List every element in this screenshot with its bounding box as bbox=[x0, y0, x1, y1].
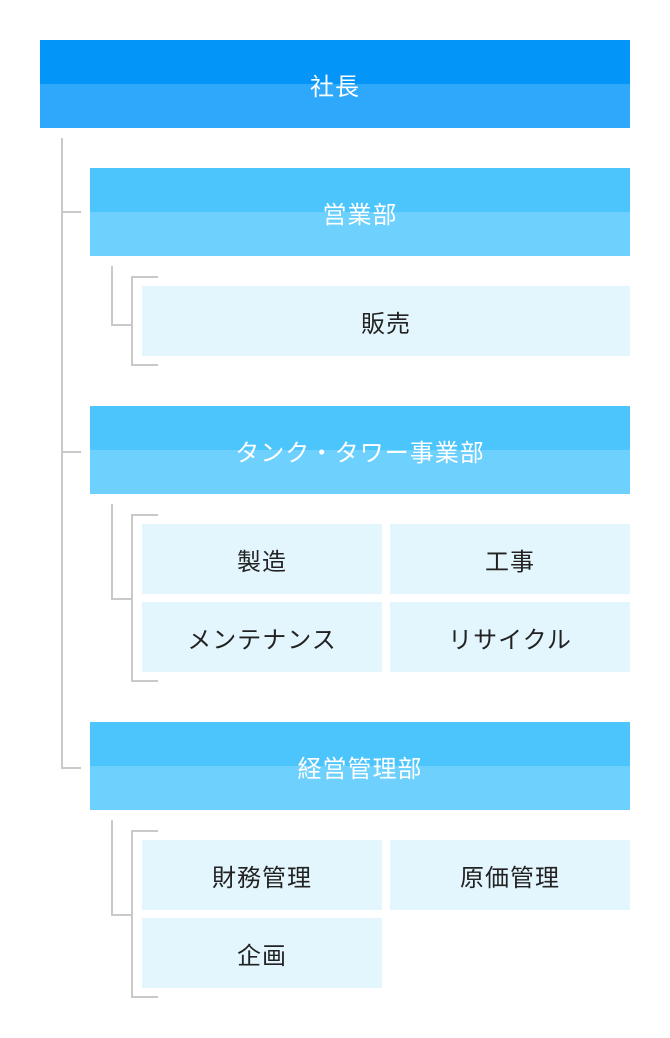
unit-box: 企画 bbox=[142, 918, 382, 988]
unit-label: 企画 bbox=[237, 941, 287, 970]
unit-label: 財務管理 bbox=[212, 863, 312, 892]
management-bracket-vertical bbox=[131, 830, 133, 998]
unit-box: 販売 bbox=[142, 286, 630, 356]
sales-bracket-bottom bbox=[131, 364, 158, 366]
unit-box: リサイクル bbox=[390, 602, 630, 672]
ceo-trunk-line bbox=[61, 138, 63, 768]
department-label: 営業部 bbox=[322, 200, 398, 229]
tank-bracket-bottom bbox=[131, 680, 158, 682]
department-label: タンク・タワー事業部 bbox=[235, 438, 485, 467]
management-bracket-top bbox=[131, 830, 158, 832]
unit-box: 原価管理 bbox=[390, 840, 630, 910]
department-management: 経営管理部 bbox=[90, 722, 630, 810]
branch-line-sales bbox=[61, 211, 81, 213]
tank-bracket-vertical bbox=[131, 514, 133, 682]
tank-sub-branch bbox=[111, 598, 131, 600]
sales-sub-line bbox=[111, 266, 113, 326]
department-tank-tower: タンク・タワー事業部 bbox=[90, 406, 630, 494]
unit-label: 工事 bbox=[485, 547, 535, 576]
ceo-label: 社長 bbox=[310, 72, 360, 101]
ceo-box: 社長 bbox=[40, 40, 630, 128]
department-label: 経営管理部 bbox=[297, 754, 423, 783]
branch-line-management bbox=[61, 767, 81, 769]
department-sales: 営業部 bbox=[90, 168, 630, 256]
unit-box: 財務管理 bbox=[142, 840, 382, 910]
tank-bracket-top bbox=[131, 514, 158, 516]
sales-sub-branch bbox=[111, 324, 131, 326]
unit-box: 製造 bbox=[142, 524, 382, 594]
management-bracket-bottom bbox=[131, 996, 158, 998]
branch-line-tank-tower bbox=[61, 451, 81, 453]
unit-label: 製造 bbox=[237, 547, 287, 576]
management-sub-branch bbox=[111, 914, 131, 916]
unit-label: 販売 bbox=[361, 309, 411, 338]
sales-bracket-vertical bbox=[131, 276, 133, 366]
sales-bracket-top bbox=[131, 276, 158, 278]
unit-box: メンテナンス bbox=[142, 602, 382, 672]
management-sub-line bbox=[111, 820, 113, 916]
unit-box: 工事 bbox=[390, 524, 630, 594]
unit-label: リサイクル bbox=[448, 625, 572, 654]
unit-label: メンテナンス bbox=[187, 625, 337, 654]
unit-label: 原価管理 bbox=[460, 863, 560, 892]
tank-sub-line bbox=[111, 504, 113, 600]
